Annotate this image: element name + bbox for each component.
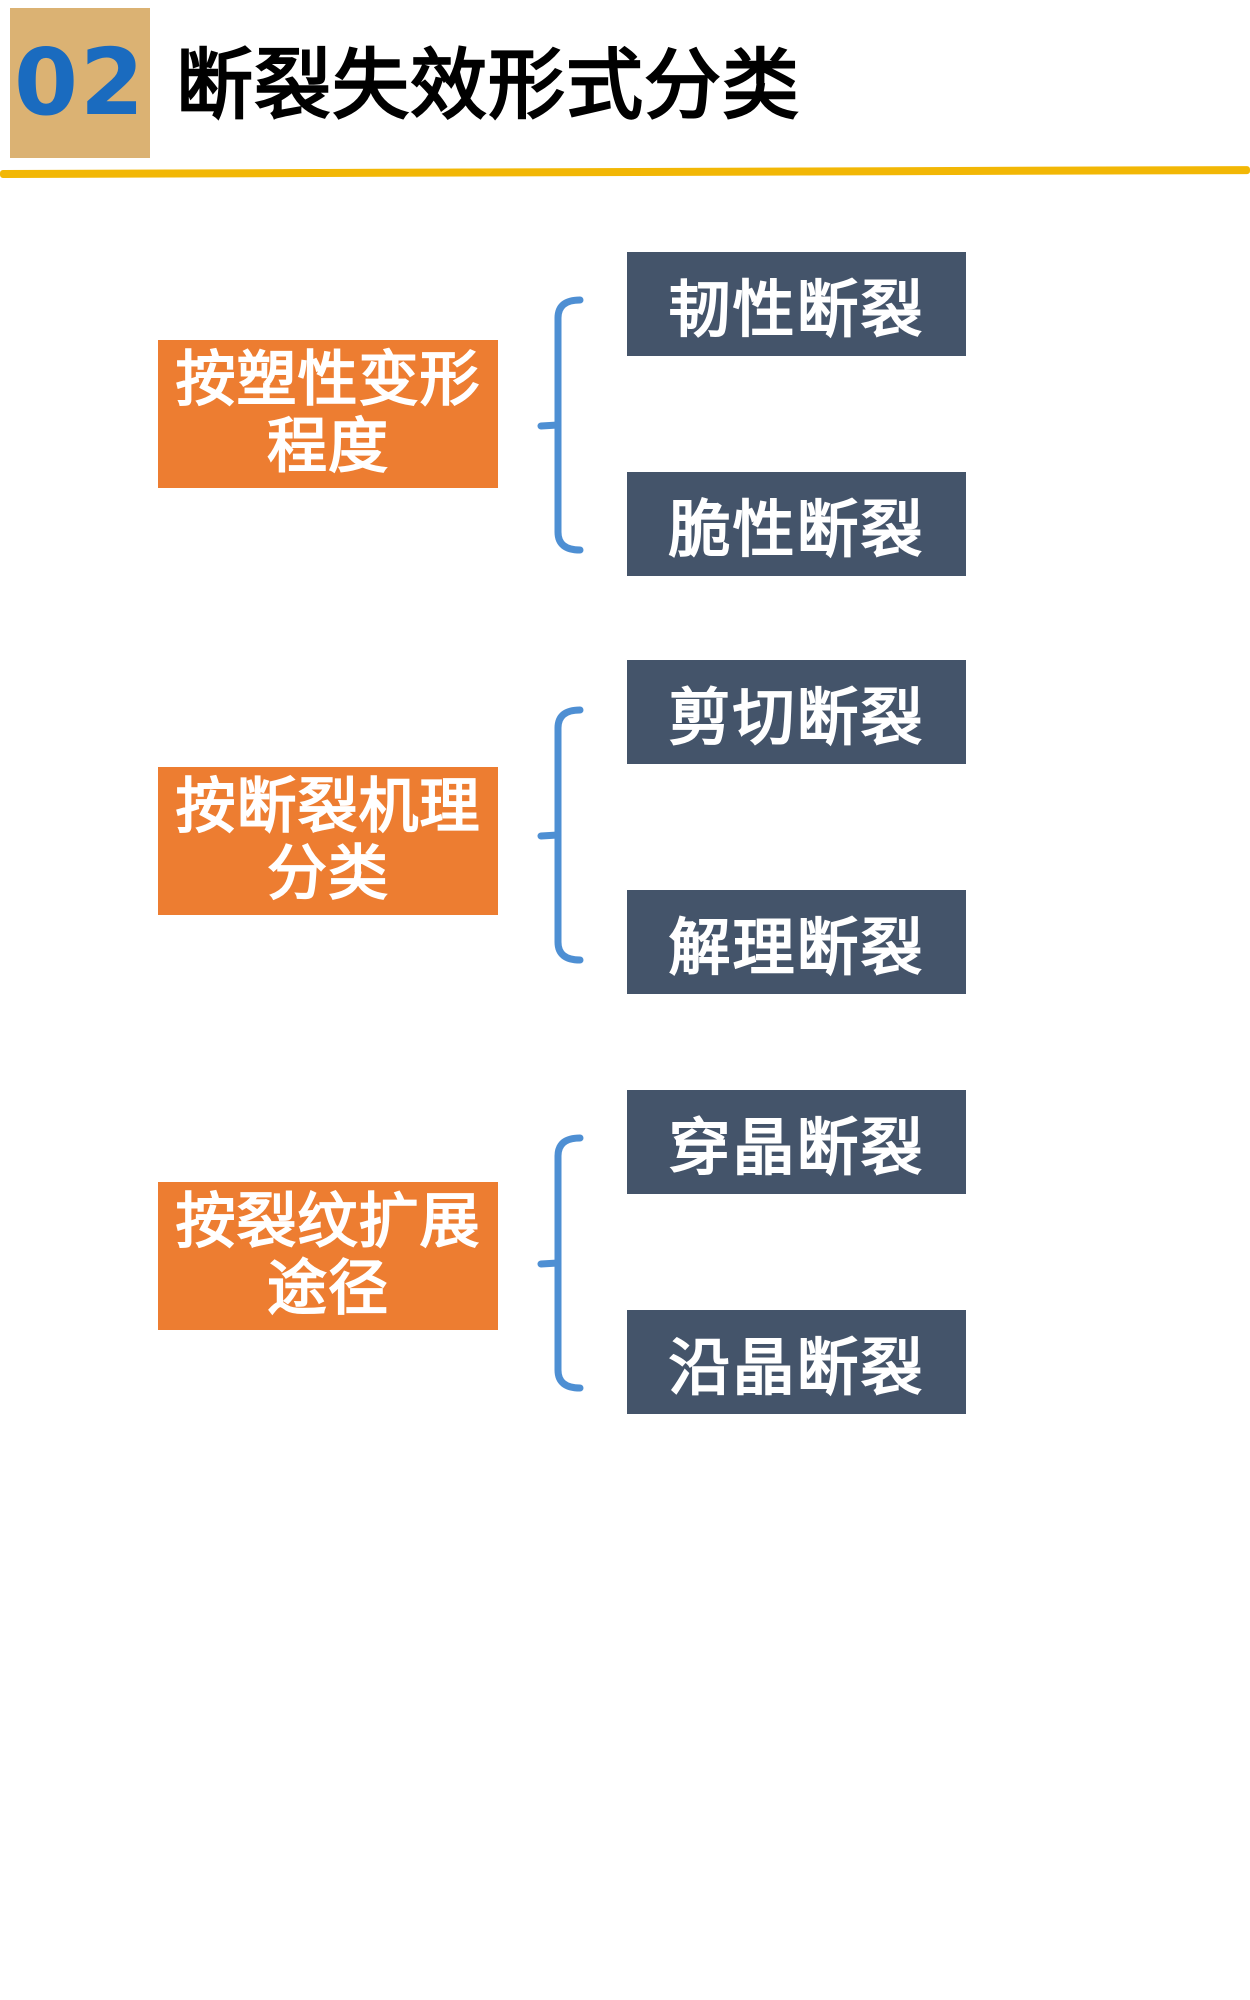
item-box-intergranular-fracture: 沿晶断裂	[627, 1310, 966, 1414]
item-box-brittle-fracture: 脆性断裂	[627, 472, 966, 576]
brace-icon	[537, 1134, 584, 1392]
category-label-line2: 分类	[267, 839, 389, 909]
category-box-crack-propagation: 按裂纹扩展 途径	[158, 1182, 498, 1330]
category-label-line1: 按断裂机理	[175, 772, 481, 842]
brace-icon	[537, 296, 584, 554]
item-box-shear-fracture: 剪切断裂	[627, 660, 966, 764]
section-number-block: 02	[10, 8, 150, 158]
category-box-fracture-mechanism: 按断裂机理 分类	[158, 767, 498, 915]
page-title: 断裂失效形式分类	[176, 42, 800, 131]
title-underline	[0, 166, 1250, 178]
category-label-line1: 按裂纹扩展	[175, 1187, 481, 1257]
brace-icon	[537, 706, 584, 964]
category-label-line1: 按塑性变形	[175, 345, 481, 415]
section-number: 02	[13, 29, 147, 136]
category-box-plastic-deformation: 按塑性变形 程度	[158, 340, 498, 488]
item-box-cleavage-fracture: 解理断裂	[627, 890, 966, 994]
category-label-line2: 途径	[267, 1254, 389, 1324]
item-box-transgranular-fracture: 穿晶断裂	[627, 1090, 966, 1194]
item-box-ductile-fracture: 韧性断裂	[627, 252, 966, 356]
category-label-line2: 程度	[267, 412, 389, 482]
